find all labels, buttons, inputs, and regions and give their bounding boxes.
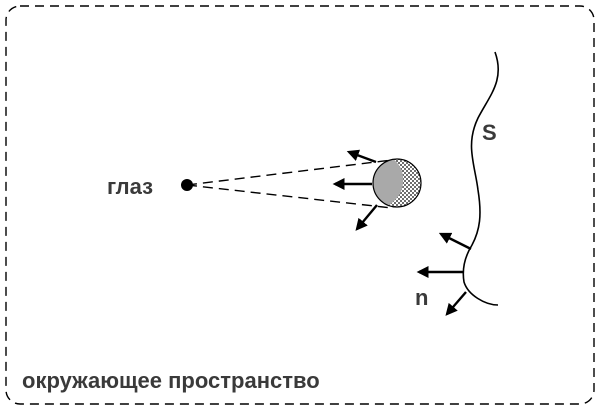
sphere-object bbox=[372, 158, 422, 208]
view-ray-lower bbox=[186, 184, 393, 209]
surface-normal-arrow-lower bbox=[445, 291, 467, 316]
normal-label: n bbox=[415, 285, 428, 310]
surface-normal-arrow-upper bbox=[438, 232, 472, 251]
sphere-normal-arrow-lower bbox=[355, 204, 378, 231]
eye-label: глаз bbox=[107, 174, 153, 199]
surface-label: S bbox=[482, 120, 497, 145]
environment-boundary bbox=[5, 5, 595, 405]
environment-label: окружающее пространство bbox=[22, 368, 320, 393]
view-ray-upper bbox=[186, 159, 393, 186]
sphere-normal-arrow-upper bbox=[346, 149, 377, 164]
surface-curve bbox=[462, 51, 500, 306]
